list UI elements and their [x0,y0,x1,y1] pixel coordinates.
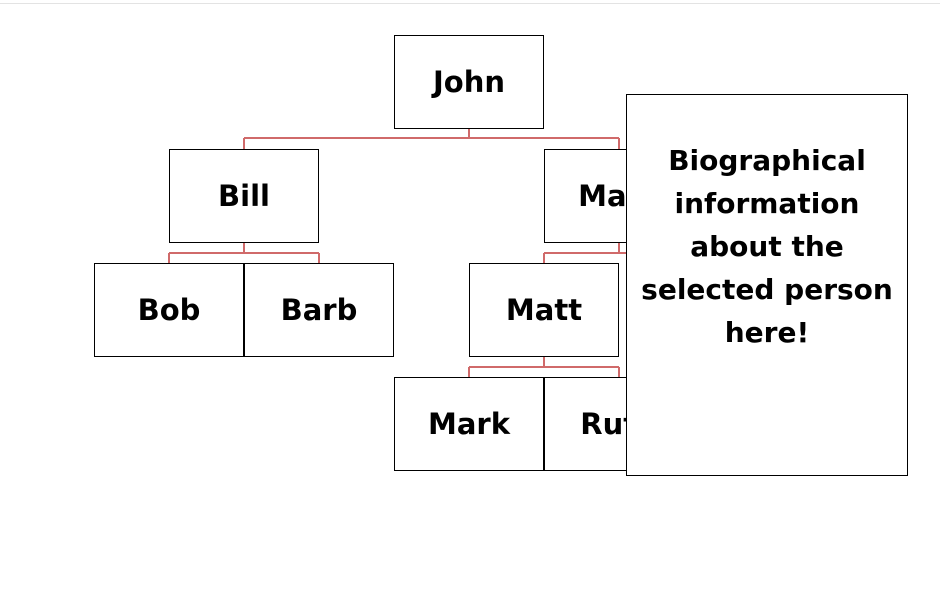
biography-text: Biographical information about the selec… [641,144,893,349]
person-node-john[interactable]: John [394,35,544,129]
top-divider [0,3,940,4]
person-node-matt[interactable]: Matt [469,263,619,357]
person-node-bill[interactable]: Bill [169,149,319,243]
biography-panel: Biographical information about the selec… [626,94,908,476]
person-node-barb[interactable]: Barb [244,263,394,357]
person-node-mark[interactable]: Mark [394,377,544,471]
person-node-bob[interactable]: Bob [94,263,244,357]
